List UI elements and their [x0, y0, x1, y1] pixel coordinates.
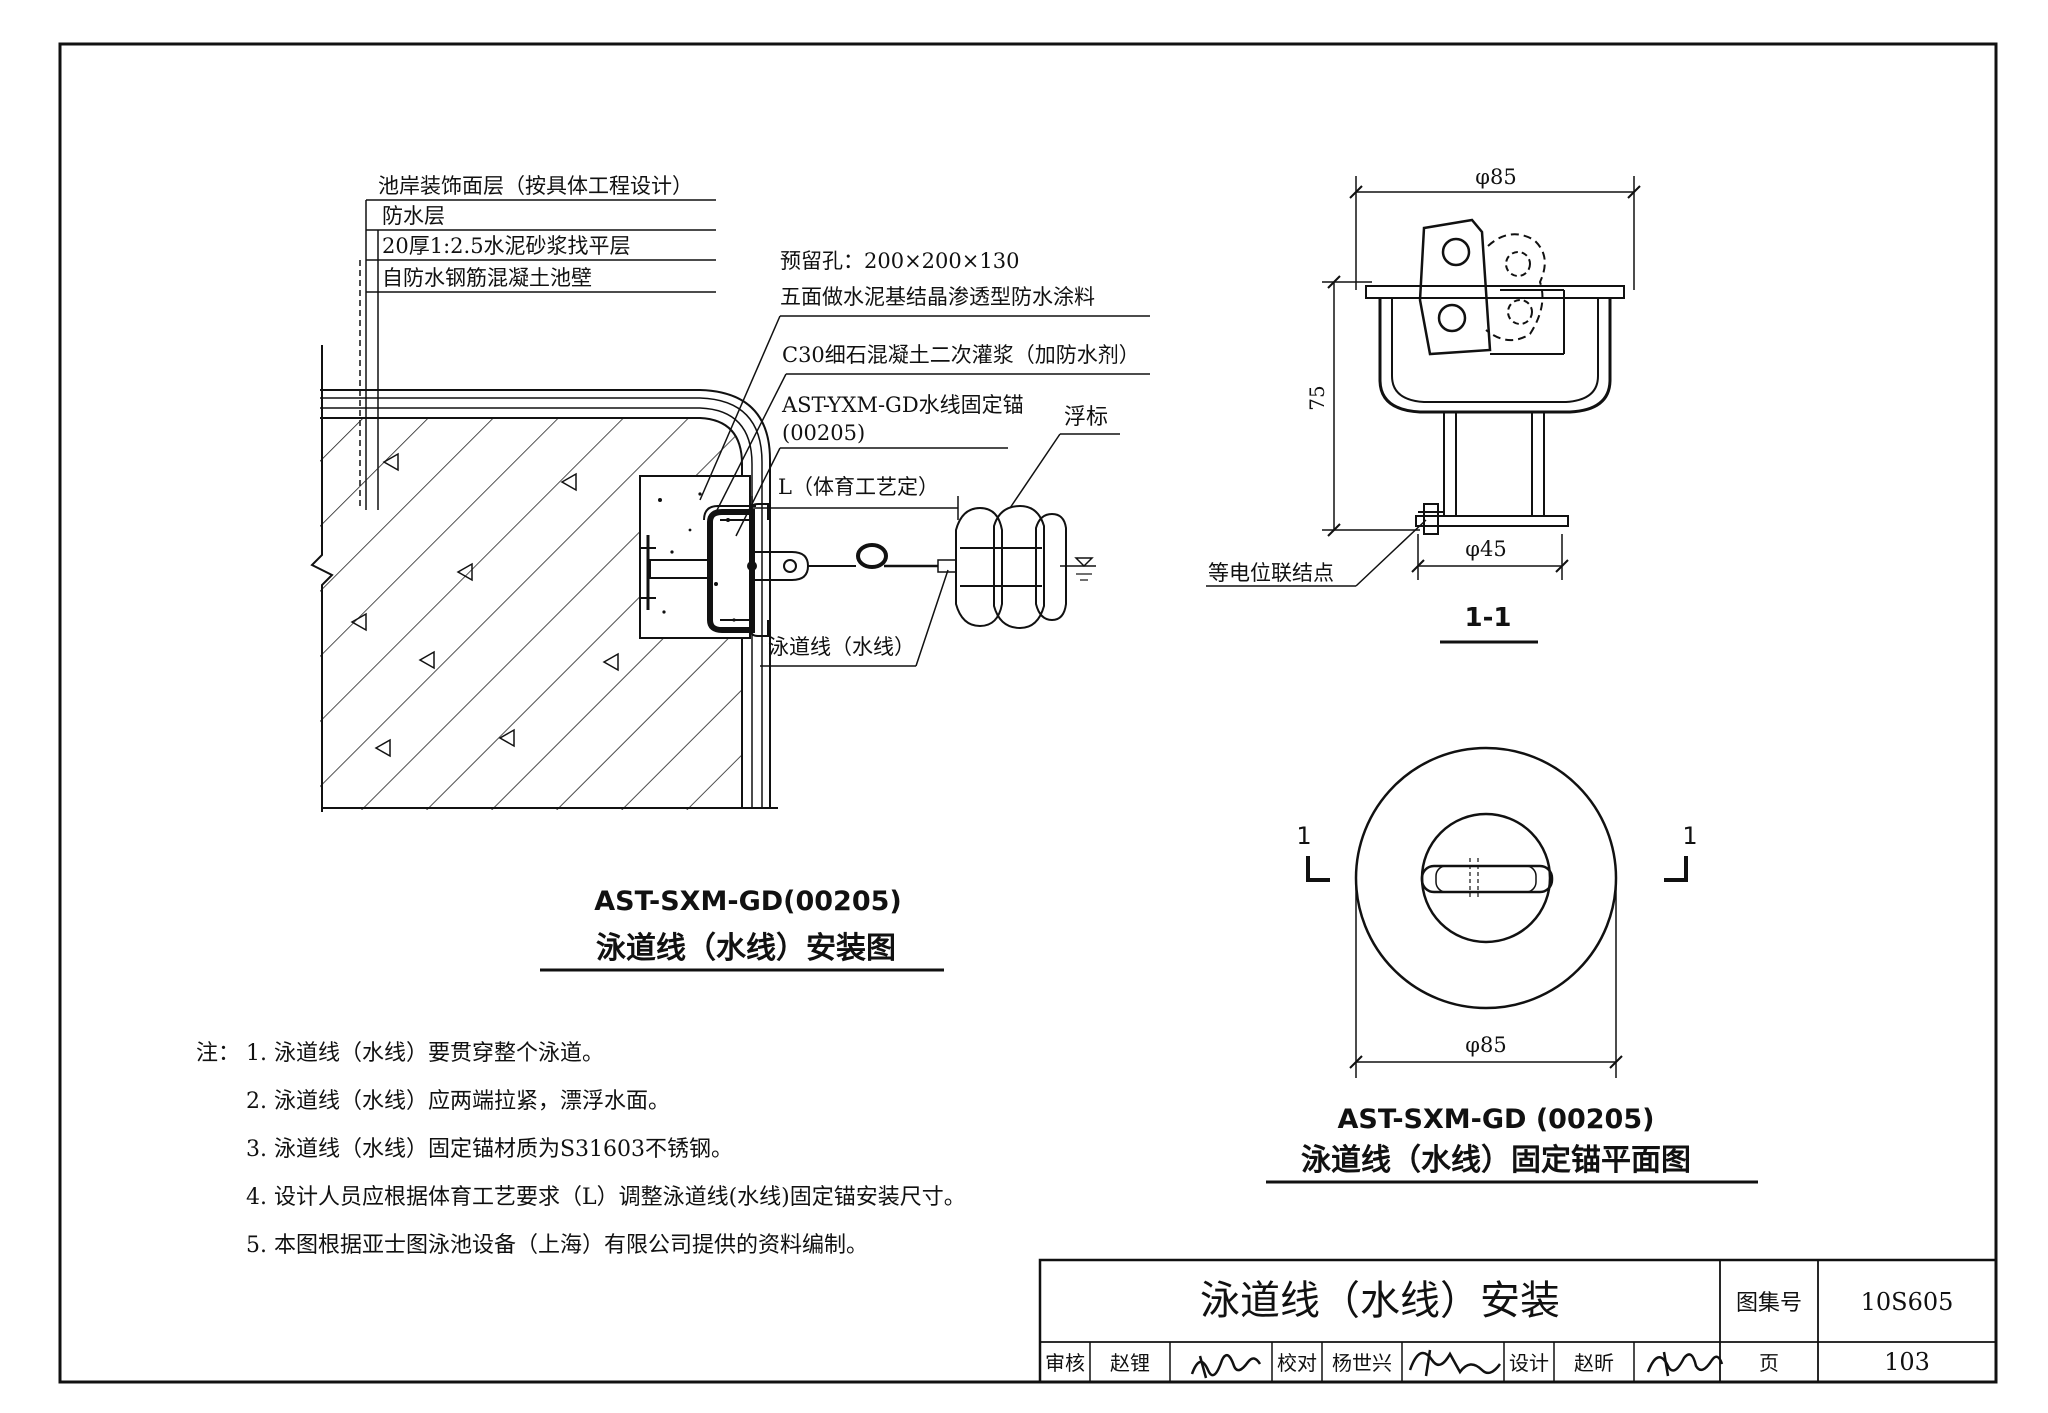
plan-title-model: AST-SXM-GD (00205) [1338, 1104, 1655, 1135]
title-block: 泳道线（水线）安装 图集号 10S605 审核 赵锂 校对 杨世兴 设计 赵昕 … [1038, 1258, 1998, 1384]
section-height-dim: 75 [1305, 385, 1329, 410]
length-dimension-label: L（体育工艺定） [778, 475, 939, 499]
section-bottom-diameter: φ45 [1465, 537, 1506, 561]
note-item: 1. 泳道线（水线）要贯穿整个泳道。 [246, 1041, 604, 1066]
note-item: 4. 设计人员应根据体育工艺要求（L）调整泳道线(水线)固定锚安装尺寸。 [246, 1185, 966, 1210]
review-name: 赵锂 [1110, 1351, 1150, 1375]
section-top-diameter: φ85 [1475, 165, 1516, 189]
installation-diagram: 池岸装饰面层（按具体工程设计） 防水层 20厚1:2.5水泥砂浆找平层 自防水钢… [310, 174, 1150, 972]
layer-mortar-label: 20厚1:2.5水泥砂浆找平层 [382, 234, 631, 258]
install-title-model: AST-SXM-GD(00205) [594, 886, 902, 917]
sheet-border [58, 42, 1998, 1384]
check-label: 校对 [1277, 1351, 1317, 1375]
atlas-number-label: 图集号 [1736, 1291, 1802, 1316]
design-name: 赵昕 [1574, 1351, 1614, 1375]
check-name: 杨世兴 [1332, 1351, 1392, 1375]
layer-finish-label: 池岸装饰面层（按具体工程设计） [378, 174, 693, 198]
title-block-title: 泳道线（水线）安装 [1200, 1278, 1560, 1324]
layer-waterproof-label: 防水层 [382, 204, 445, 228]
install-title: 泳道线（水线）安装图 [596, 931, 896, 966]
layer-wall-label: 自防水钢筋混凝土池壁 [382, 266, 592, 290]
check-signature [1408, 1349, 1502, 1377]
reserved-hole-label: 预留孔：200×200×130 [780, 249, 1019, 273]
page-label: 页 [1759, 1351, 1779, 1375]
plan-section-mark-left: 1 [1296, 822, 1311, 850]
grout-label: C30细石混凝土二次灌浆（加防水剂） [782, 343, 1140, 367]
anchor-model-label: AST-YXM-GD水线固定锚 [781, 393, 1024, 417]
notes: 注： 1. 泳道线（水线）要贯穿整个泳道。 2. 泳道线（水线）应两端拉紧，漂浮… [196, 1041, 966, 1258]
plan-view: 1 1 φ85 AST-SXM-GD (00205) 泳道线（水线）固定锚平面图 [1266, 746, 1758, 1184]
page-number: 103 [1884, 1348, 1930, 1376]
plan-diameter-dim: φ85 [1465, 1033, 1506, 1057]
plan-title: 泳道线（水线）固定锚平面图 [1301, 1143, 1691, 1178]
note-item: 3. 泳道线（水线）固定锚材质为S31603不锈钢。 [246, 1137, 733, 1162]
bonding-point-label: 等电位联结点 [1208, 561, 1334, 585]
section-view: φ85 75 φ45 [1206, 165, 1641, 644]
lane-line-label: 泳道线（水线） [768, 635, 915, 659]
note-item: 5. 本图根据亚士图泳池设备（上海）有限公司提供的资料编制。 [246, 1233, 868, 1258]
section-label: 1-1 [1465, 603, 1512, 633]
reserved-hole-note: 五面做水泥基结晶渗透型防水涂料 [780, 285, 1095, 309]
notes-prefix: 注： [196, 1041, 240, 1066]
design-signature [1646, 1351, 1724, 1377]
design-label: 设计 [1509, 1351, 1549, 1375]
note-item: 2. 泳道线（水线）应两端拉紧，漂浮水面。 [246, 1089, 670, 1114]
review-signature [1190, 1353, 1262, 1379]
atlas-number: 10S605 [1861, 1288, 1954, 1316]
plan-section-mark-right: 1 [1682, 822, 1697, 850]
anchor-code-label: (00205) [782, 421, 865, 445]
review-label: 审核 [1045, 1351, 1085, 1375]
float-label: 浮标 [1064, 405, 1108, 430]
